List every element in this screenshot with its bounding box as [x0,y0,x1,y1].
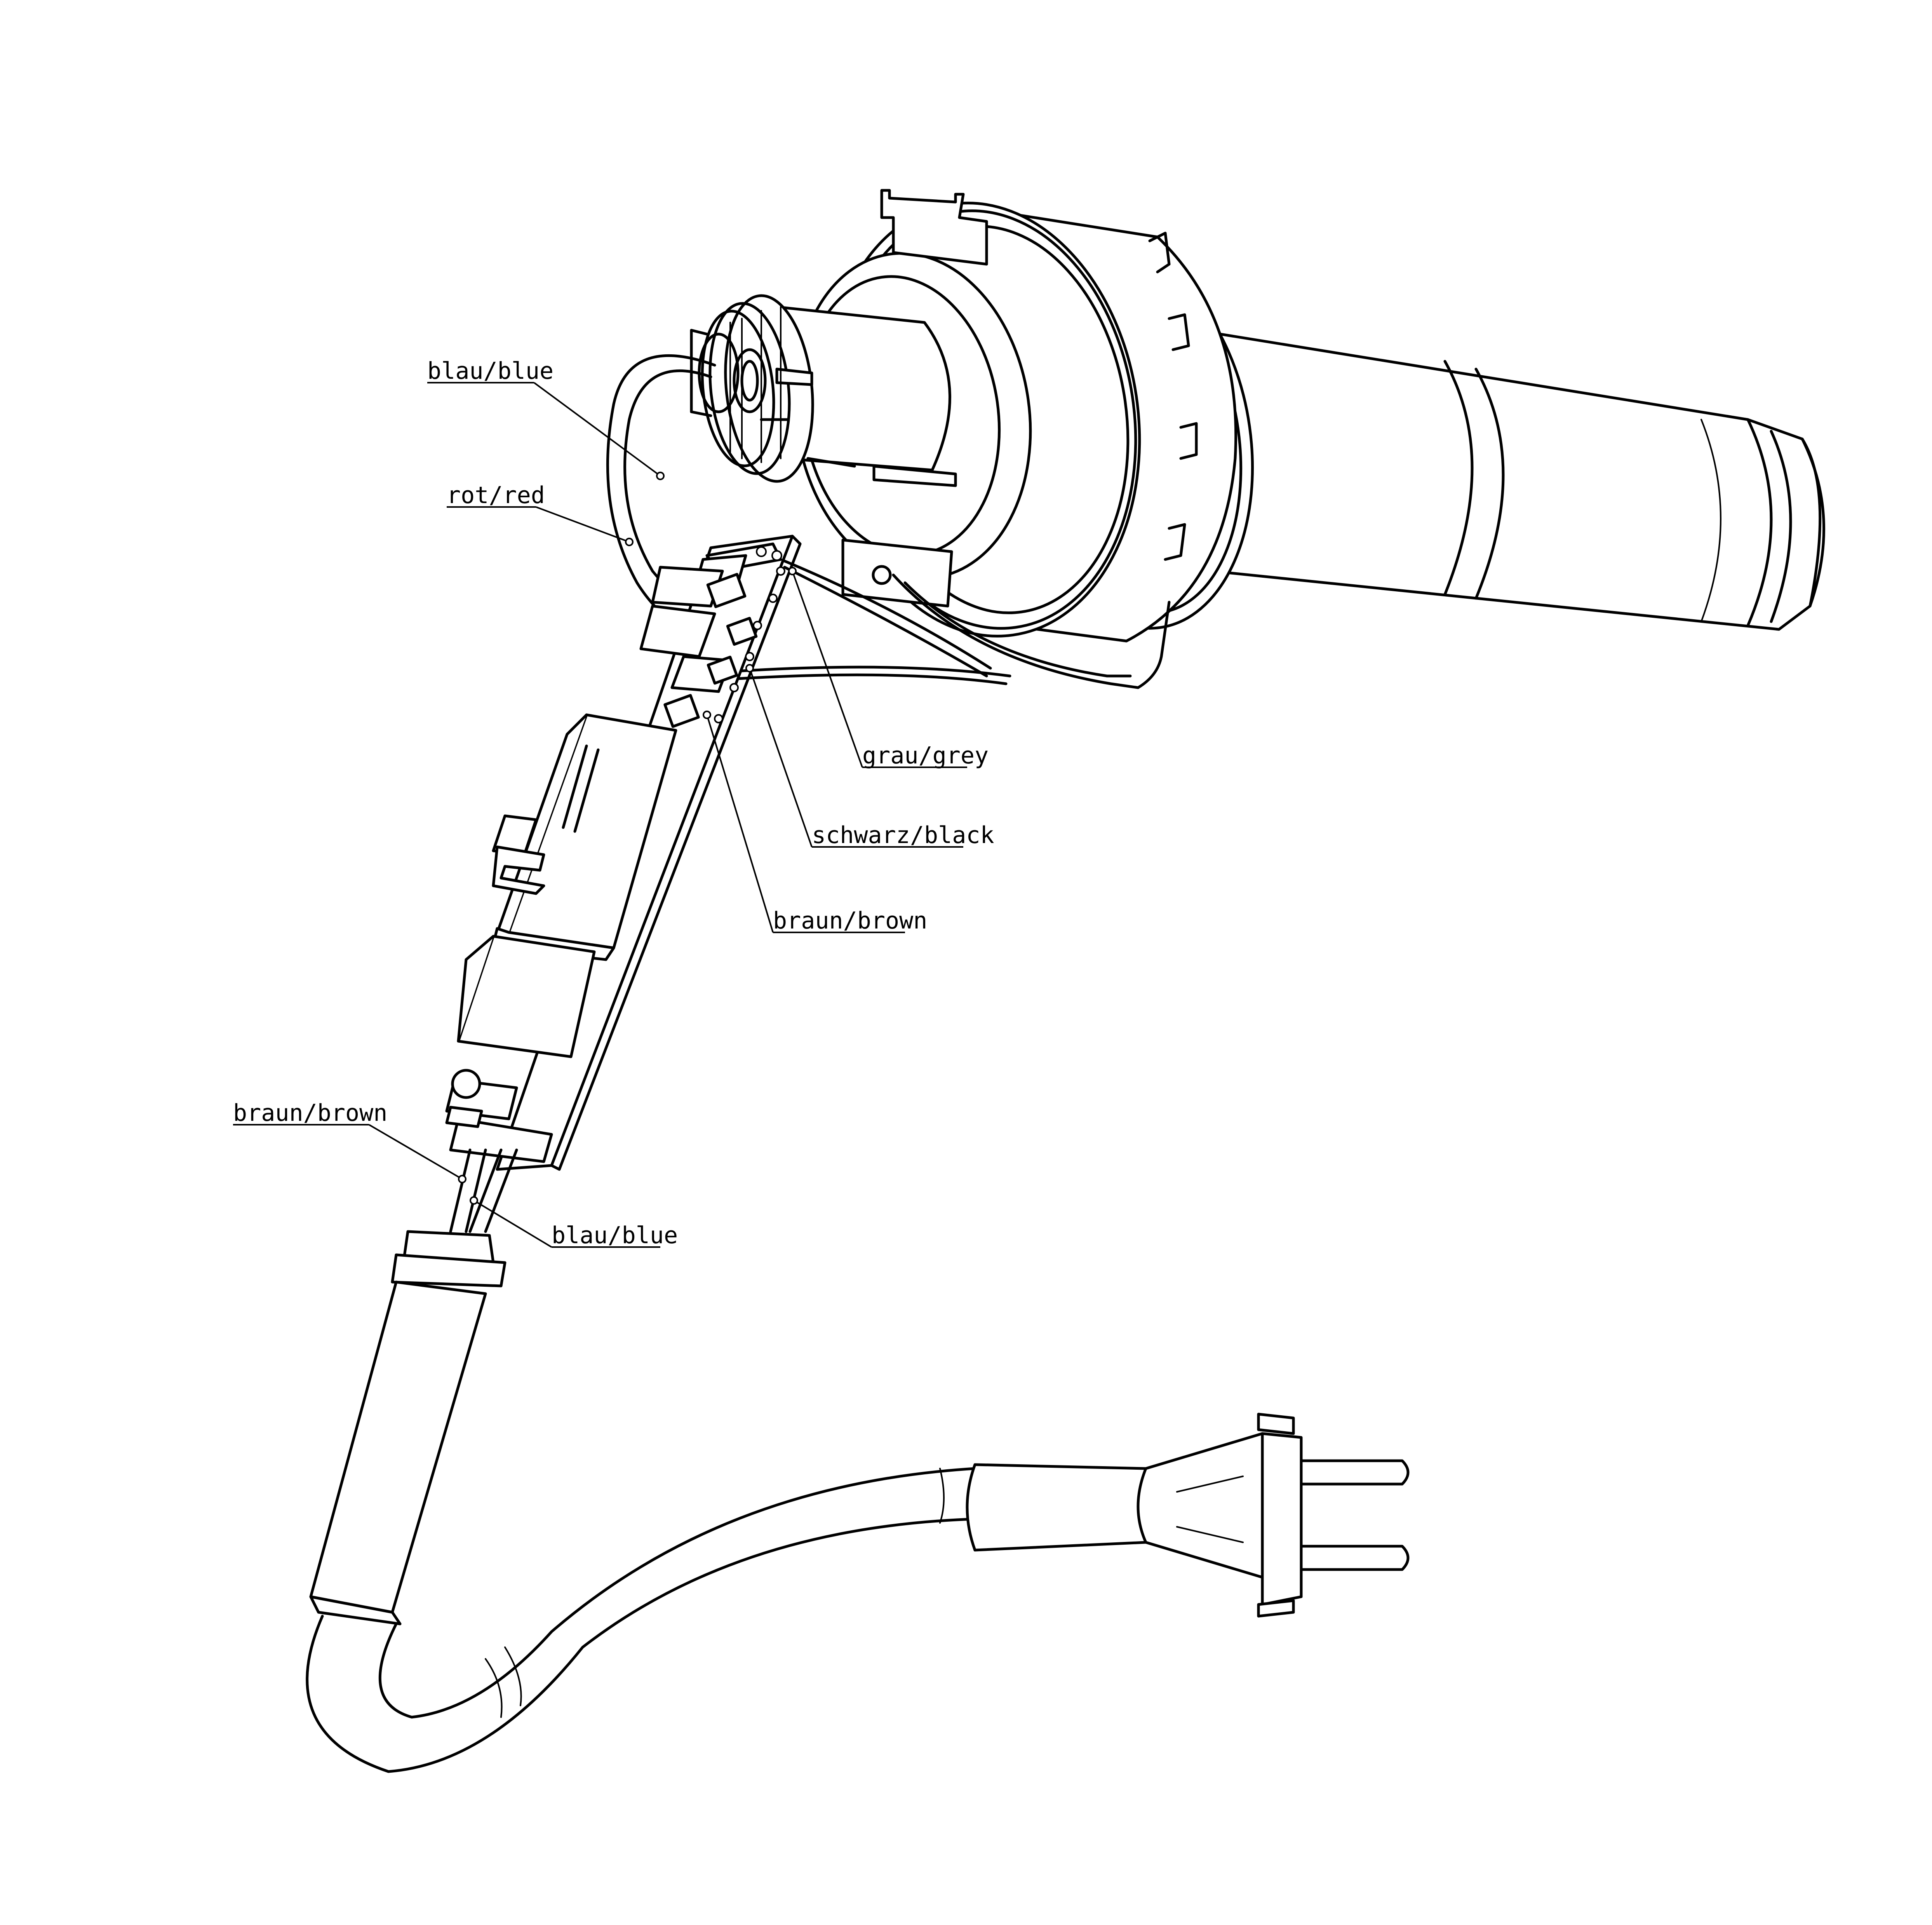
label-text: schwarz/black [812,822,994,849]
label-motor-red: rot/red [447,482,634,546]
label-motor-blue: blau/blue [427,357,665,480]
mains-cable [306,1148,1410,1773]
label-cable-blue: blau/blue [470,1196,678,1249]
label-text: blau/blue [427,357,553,385]
label-switch-grey: grau/grey [788,567,989,769]
label-text: braun/brown [773,907,927,934]
label-text: grau/grey [862,742,989,769]
motor [690,294,957,487]
heating-tube [1195,329,1826,631]
label-switch-brown: braun/brown [703,711,927,934]
circuit-board [445,535,802,1171]
label-text: rot/red [447,482,545,509]
label-cable-brown: braun/brown [233,1099,466,1183]
label-text: braun/brown [233,1099,387,1127]
label-text: blau/blue [552,1222,678,1249]
label-switch-black: schwarz/black [745,664,994,849]
